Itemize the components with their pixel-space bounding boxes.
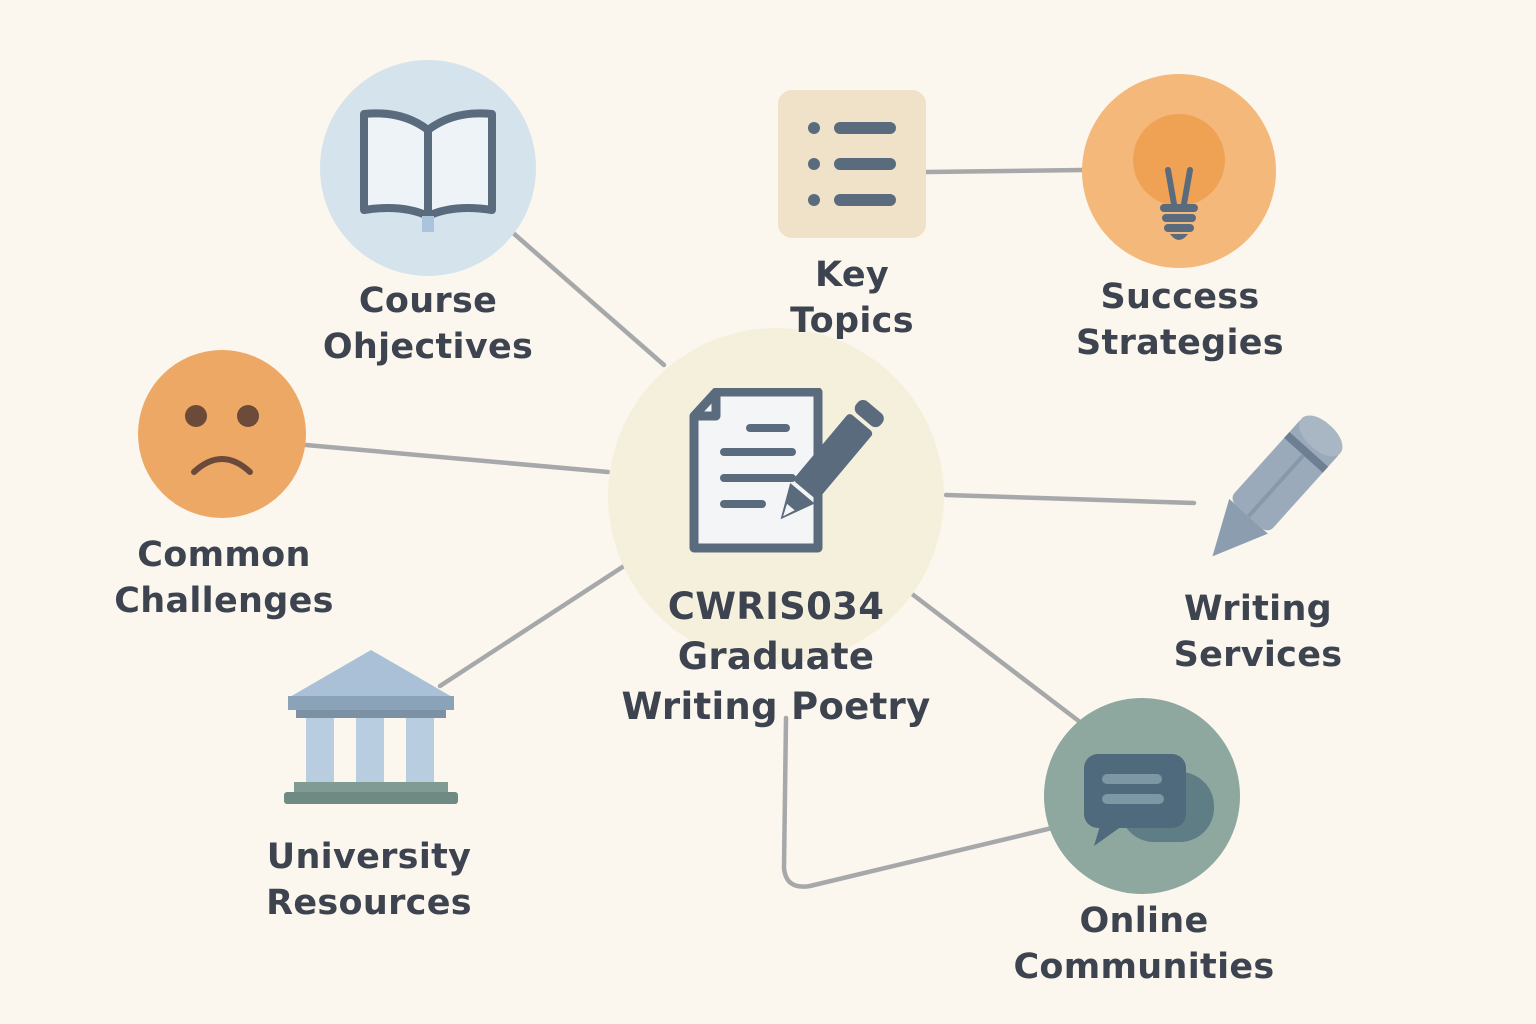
key-topics-line-1: Key xyxy=(815,255,889,295)
node-success-strategies: Success Strategies xyxy=(1060,70,1300,370)
chat-bubble-icon xyxy=(1084,754,1214,846)
writing-services-line-2: Services xyxy=(1173,635,1343,675)
common-challenges-circle xyxy=(138,350,306,518)
connector-online-communities-lower xyxy=(781,715,1055,889)
connector-online-communities-upper xyxy=(909,591,1083,725)
online-communities-line-1: Online xyxy=(1079,901,1209,941)
list-icon xyxy=(808,122,896,206)
online-communities-label: Online Communities xyxy=(1006,898,1282,990)
node-writing-services: Writing Services xyxy=(1150,408,1380,688)
online-communities-line-2: Communities xyxy=(1013,947,1275,987)
connector-common-challenges xyxy=(303,442,611,475)
sad-face-icon xyxy=(185,405,259,475)
node-course-objectives: Course Ohjectives xyxy=(290,60,570,380)
node-online-communities: Online Communities xyxy=(1006,698,1286,998)
course-objectives-line-2: Ohjectives xyxy=(322,327,534,367)
university-resources-label: University Resources xyxy=(240,834,498,926)
connector-writing-services xyxy=(943,492,1197,506)
central-title-line-1: CWRIS034 xyxy=(667,585,885,628)
central-title-line-2: Graduate xyxy=(677,635,875,678)
central-topic-label: CWRIS034 Graduate Writing Poetry xyxy=(606,582,946,732)
common-challenges-line-2: Challenges xyxy=(114,581,334,621)
success-strategies-line-2: Strategies xyxy=(1076,323,1284,363)
key-topics-label: Key Topics xyxy=(760,252,944,344)
course-objectives-label: Course Ohjectives xyxy=(290,278,566,370)
writing-services-label: Writing Services xyxy=(1150,586,1366,678)
success-strategies-line-1: Success xyxy=(1100,277,1260,317)
open-book-icon xyxy=(360,109,496,232)
university-resources-line-2: Resources xyxy=(266,883,472,923)
node-common-challenges: Common Challenges xyxy=(102,348,346,628)
central-topic: CWRIS034 Graduate Writing Poetry xyxy=(606,328,946,728)
key-topics-line-2: Topics xyxy=(790,301,914,341)
building-icon xyxy=(284,650,458,804)
node-university-resources: University Resources xyxy=(240,646,500,936)
connector-key-topics xyxy=(923,167,1085,175)
connector-course-objectives xyxy=(509,229,667,368)
node-key-topics: Key Topics xyxy=(760,88,944,348)
success-strategies-label: Success Strategies xyxy=(1060,274,1300,366)
document-pencil-icon xyxy=(689,388,884,553)
course-objectives-line-1: Course xyxy=(358,281,498,321)
common-challenges-label: Common Challenges xyxy=(102,532,346,624)
pencil-icon xyxy=(1212,415,1343,557)
common-challenges-line-1: Common xyxy=(137,535,311,575)
university-resources-line-1: University xyxy=(266,837,472,877)
connector-university-resources xyxy=(437,563,627,689)
lightbulb-icon xyxy=(1133,114,1225,240)
writing-services-line-1: Writing xyxy=(1183,589,1333,629)
central-title-line-3: Writing Poetry xyxy=(621,685,931,728)
